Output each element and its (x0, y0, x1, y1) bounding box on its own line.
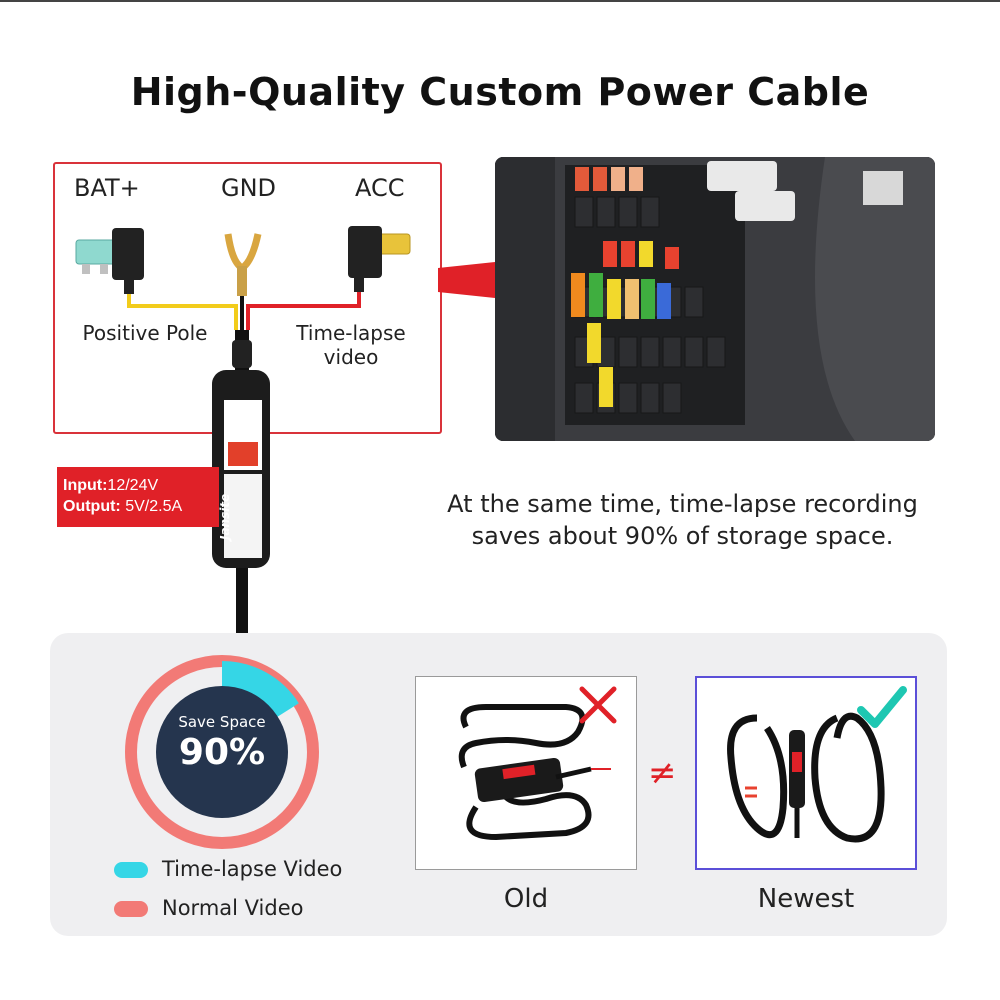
new-cable-card (695, 676, 917, 870)
timelapse-label-line1: Time-lapse (296, 321, 406, 345)
fuse-box-illustration (495, 157, 935, 441)
caption-line-1: At the same time, time-lapse recording (447, 490, 918, 518)
timelapse-video-arc (221, 661, 299, 718)
old-label: Old (503, 884, 549, 914)
terminal-gnd-label: GND (221, 174, 277, 202)
storage-caption: At the same time, time-lapse recording s… (420, 488, 945, 552)
new-label: Newest (757, 884, 855, 914)
positive-pole-label: Positive Pole (82, 321, 208, 345)
legend-timelapse-swatch (114, 862, 148, 878)
spec-box: Input:12/24V Output: 5V/2.5A (57, 467, 219, 527)
legend-normal-label: Normal Video (162, 896, 304, 920)
output-key: Output: (63, 498, 121, 515)
module-brand-label: Jansite (218, 493, 232, 540)
cross-icon (579, 686, 617, 724)
old-cable-card (415, 676, 637, 870)
bat-fuse-tap-icon (75, 228, 144, 294)
new-cable-illustration (727, 712, 885, 843)
output-value: 5V/2.5A (125, 498, 183, 515)
top-divider (0, 0, 1000, 2)
legend-timelapse-label: Time-lapse Video (162, 857, 343, 881)
timelapse-label-line2: video (323, 345, 379, 369)
input-value: 12/24V (107, 477, 159, 494)
terminal-acc-label: ACC (355, 174, 405, 202)
gnd-ring-terminal-icon (224, 233, 262, 296)
terminal-bat-label: BAT+ (74, 174, 140, 202)
caption-line-2: saves about 90% of storage space. (471, 522, 894, 550)
not-equal-symbol: ≠ (648, 753, 677, 793)
input-key: Input: (63, 477, 108, 494)
save-space-label: Save Space (178, 713, 266, 731)
save-space-percent: 90% (178, 732, 266, 773)
fuse-box-photo (495, 157, 935, 441)
acc-fuse-tap-icon (348, 226, 411, 292)
page-title: High-Quality Custom Power Cable (130, 70, 870, 114)
old-cable-illustration (458, 704, 611, 841)
legend-normal-swatch (114, 901, 148, 917)
donut-center (156, 686, 288, 818)
check-icon (857, 686, 907, 728)
storage-donut-chart (125, 655, 319, 849)
wiring-graphic (75, 226, 500, 640)
